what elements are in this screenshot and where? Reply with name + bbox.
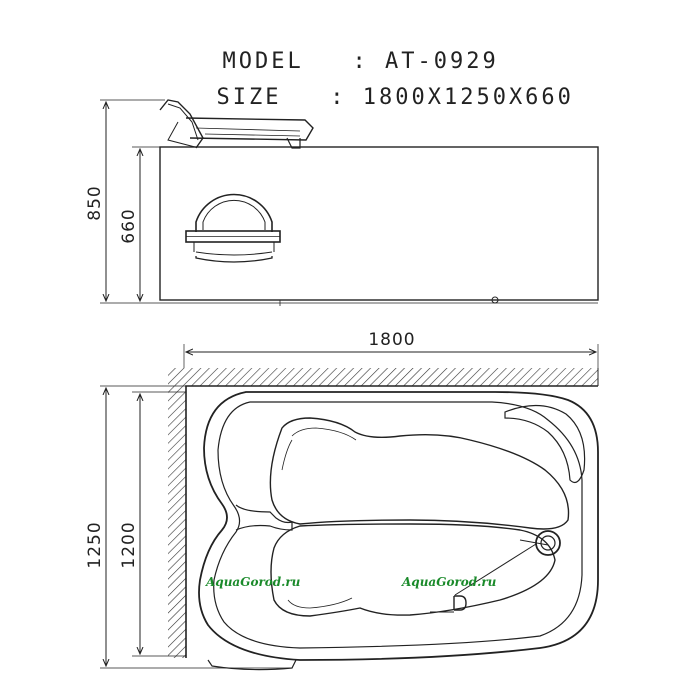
dim-850-label: 850 bbox=[85, 185, 105, 220]
dim-1250-label: 1250 bbox=[85, 521, 105, 568]
size-separator: : bbox=[330, 85, 347, 110]
watermark-right: AquaGorod.ru bbox=[401, 575, 497, 589]
side-view-foot bbox=[491, 296, 499, 304]
side-view-window bbox=[185, 193, 281, 263]
model-value: AT-0929 bbox=[384, 49, 499, 74]
size-label: SIZE bbox=[216, 85, 282, 110]
tub-inner-rim bbox=[213, 401, 583, 649]
side-view-headrest bbox=[159, 99, 314, 149]
dim-660-label: 660 bbox=[119, 208, 139, 243]
center-seam bbox=[235, 504, 293, 531]
top-view-tub bbox=[198, 391, 599, 671]
model-row: MODEL : AT-0929 bbox=[190, 24, 499, 74]
dim-1800-label: 1800 bbox=[368, 330, 415, 350]
dim-vertical-top-view bbox=[100, 385, 290, 669]
side-view bbox=[159, 99, 599, 306]
drain-mark-shape bbox=[453, 595, 467, 611]
model-separator: : bbox=[352, 49, 369, 74]
side-view-dimensions bbox=[100, 99, 165, 304]
tub-headrest bbox=[504, 404, 586, 483]
basin-lower bbox=[270, 523, 556, 617]
wall-hatching bbox=[168, 368, 599, 658]
size-value: 1800X1250X660 bbox=[362, 85, 574, 110]
basin-upper bbox=[269, 417, 570, 530]
tub-front-step bbox=[207, 659, 297, 671]
model-label: MODEL bbox=[222, 49, 304, 74]
size-row: SIZE : 1800X1250X660 bbox=[184, 60, 574, 110]
dim-1200-label: 1200 bbox=[119, 521, 139, 568]
tub-outer-rim bbox=[198, 391, 599, 661]
side-view-tub-body bbox=[159, 146, 599, 301]
drain-pipe bbox=[519, 539, 549, 546]
left-wall bbox=[168, 386, 186, 658]
dim-1800 bbox=[183, 344, 599, 368]
drain-inner bbox=[540, 535, 556, 551]
watermark-left: AquaGorod.ru bbox=[205, 575, 301, 589]
top-wall bbox=[168, 368, 598, 386]
